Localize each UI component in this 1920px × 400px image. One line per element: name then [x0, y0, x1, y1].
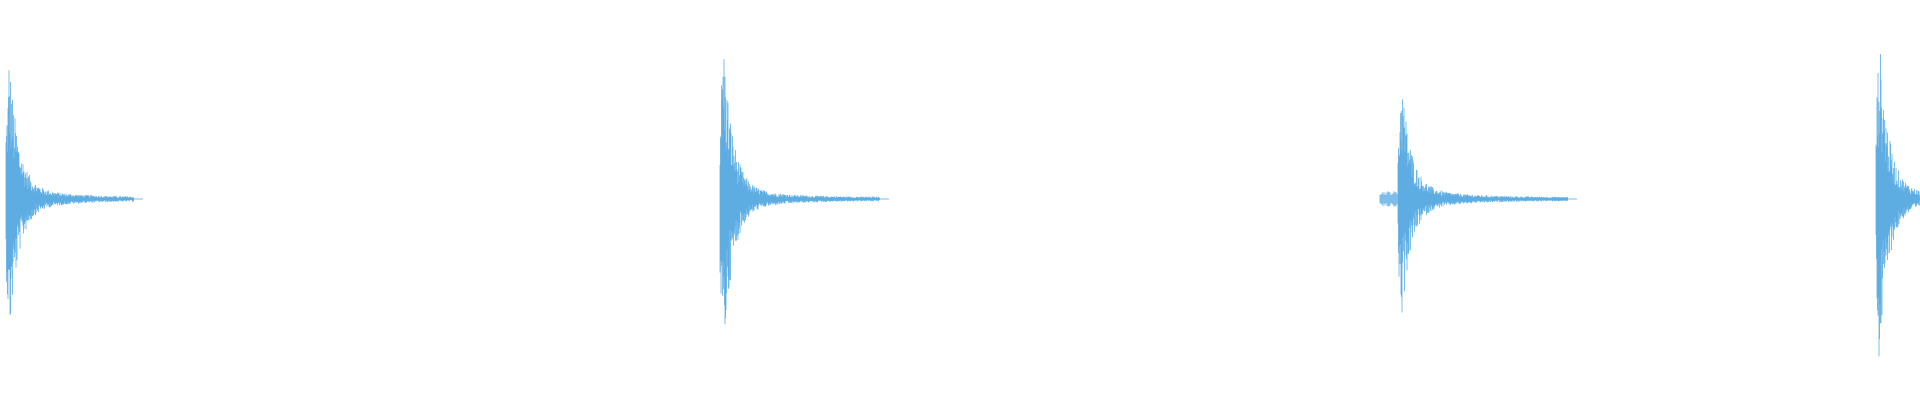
waveform-transients	[5, 54, 1920, 357]
waveform-hit-path-4	[1875, 54, 1920, 357]
waveform-hit-2	[719, 59, 889, 325]
waveform-hit-path-2	[719, 59, 889, 325]
waveform-hit-1	[5, 70, 143, 315]
waveform-hit-path-3	[1379, 99, 1577, 313]
waveform-hit-3	[1379, 99, 1577, 313]
waveform-hit-path-1	[5, 70, 143, 315]
waveform-hit-4	[1875, 54, 1920, 357]
